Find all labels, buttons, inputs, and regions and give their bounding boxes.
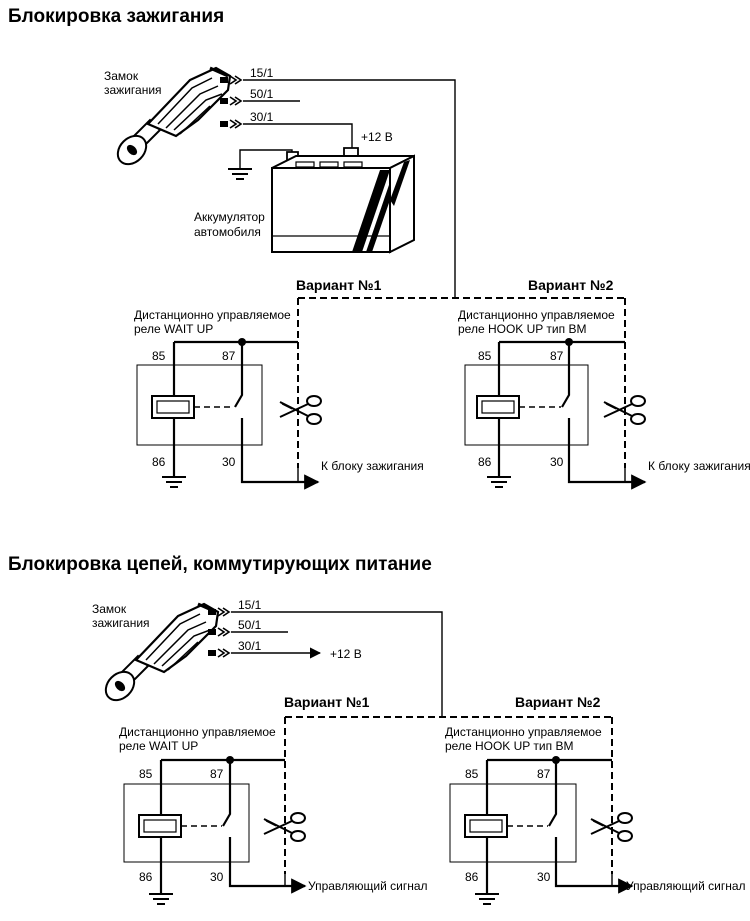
s1-battery-plus-label: +12 В	[361, 130, 393, 144]
s1-v2-wire-30	[567, 418, 625, 484]
s1-v1-relay-label-1: Дистанционно управляемое	[134, 308, 291, 322]
s2-v1-output-label: Управляющий сигнал	[308, 879, 428, 893]
s2-v1-wire-30	[228, 837, 285, 888]
s2-variant1-title: Вариант №1	[284, 694, 370, 710]
s2-v1-relay-label-2: реле WAIT UP	[119, 739, 198, 753]
section1-title: Блокировка зажигания	[8, 6, 224, 27]
s2-v1-pin-85: 85	[139, 767, 153, 781]
s2-v2-relay-body	[449, 783, 577, 863]
s1-variant1-title: Вариант №1	[296, 277, 382, 293]
s2-v2-wire-30	[554, 837, 612, 888]
s2-v1-relay-label-1: Дистанционно управляемое	[119, 725, 276, 739]
s1-wire-15-1	[243, 79, 456, 298]
s2-wire-connectors	[208, 607, 230, 658]
s1-v2-pin-87: 87	[550, 349, 564, 363]
s2-v2-pin-87: 87	[537, 767, 551, 781]
s2-wire-label-15: 15/1	[238, 598, 262, 612]
s1-v1-relay-body	[136, 364, 263, 446]
s1-v2-relay: Дистанционно управляемое реле HOOK UP ти…	[458, 308, 750, 490]
s1-battery-label-1: Аккумулятор	[194, 210, 265, 224]
s1-v2-pin-30: 30	[550, 455, 564, 469]
s1-v1-output-label: К блоку зажигания	[321, 459, 424, 473]
s1-wire-connectors	[220, 75, 242, 129]
s1-wire-label-50: 50/1	[250, 87, 274, 101]
s2-wire-label-30: 30/1	[238, 639, 262, 653]
s1-lock-label-2: зажигания	[104, 83, 162, 97]
s2-v1-relay-body	[123, 783, 250, 863]
s1-v2-ground-icon	[486, 476, 512, 488]
s1-v1-ground-icon	[161, 476, 187, 488]
s2-supply-label: +12 В	[330, 647, 362, 661]
s1-v2-wire-87	[561, 342, 571, 408]
s1-v1-pin-87: 87	[222, 349, 236, 363]
s1-v2-pin-85: 85	[478, 349, 492, 363]
s1-battery-icon	[271, 147, 415, 254]
s2-v2-pin-86: 86	[465, 870, 479, 884]
s2-wire-15-1	[231, 611, 443, 717]
s2-v2-wire-87	[548, 760, 558, 827]
s2-v2-ground-icon	[474, 893, 500, 905]
s2-v1-pin-30: 30	[210, 870, 224, 884]
s2-v1-ground-icon	[148, 893, 174, 905]
s2-v2-relay-label-2: реле HOOK UP тип BM	[445, 739, 573, 753]
s2-v2-relay-label-1: Дистанционно управляемое	[445, 725, 602, 739]
s2-v2-coil	[464, 814, 508, 838]
s1-battery-label-2: автомобиля	[194, 225, 261, 239]
s1-v1-coil	[151, 395, 195, 419]
s1-v2-relay-label-1: Дистанционно управляемое	[458, 308, 615, 322]
s1-v2-output-label: К блоку зажигания	[648, 459, 750, 473]
s1-wire-30-1	[243, 123, 353, 148]
s2-v1-pin-87: 87	[210, 767, 224, 781]
s2-variant2-title: Вариант №2	[515, 694, 601, 710]
s1-wire-label-15: 15/1	[250, 66, 274, 80]
s1-lock-label-1: Замок	[104, 69, 139, 83]
s1-v1-pin-30: 30	[222, 455, 236, 469]
s2-lock-label-1: Замок	[92, 602, 127, 616]
s2-v1-wire-87	[222, 760, 232, 827]
s1-v1-pin-85: 85	[152, 349, 166, 363]
s1-v1-pin-86: 86	[152, 455, 166, 469]
s1-v1-scissors-icon	[279, 395, 322, 425]
s1-v1-wire-30	[240, 418, 298, 484]
s2-v1-pin-86: 86	[139, 870, 153, 884]
s1-variant2-title: Вариант №2	[528, 277, 614, 293]
s1-battery-ground-wire	[239, 149, 293, 168]
s2-v2-output-label: Управляющий сигнал	[626, 879, 746, 893]
s1-v2-pin-86: 86	[478, 455, 492, 469]
s2-v1-coil	[138, 814, 182, 838]
s1-v2-coil	[476, 395, 520, 419]
s1-ground-icon-battery	[227, 168, 253, 180]
s2-v2-pin-85: 85	[465, 767, 479, 781]
s1-v1-relay: Дистанционно управляемое реле WAIT UP 85…	[134, 308, 424, 490]
section2-title: Блокировка цепей, коммутирующих питание	[8, 554, 432, 575]
s2-v2-relay: Дистанционно управляемое реле HOOK UP ти…	[445, 725, 746, 905]
s2-v2-pin-30: 30	[537, 870, 551, 884]
s2-v1-relay: Дистанционно управляемое реле WAIT UP 85…	[119, 725, 428, 905]
s1-wire-label-30: 30/1	[250, 110, 274, 124]
s1-v2-relay-body	[464, 364, 589, 446]
s1-v1-relay-label-2: реле WAIT UP	[134, 322, 213, 336]
s1-v1-wire-87	[234, 342, 244, 408]
s1-v2-relay-label-2: реле HOOK UP тип BM	[458, 322, 586, 336]
s2-wire-label-50: 50/1	[238, 618, 262, 632]
s2-lock-label-2: зажигания	[92, 616, 150, 630]
